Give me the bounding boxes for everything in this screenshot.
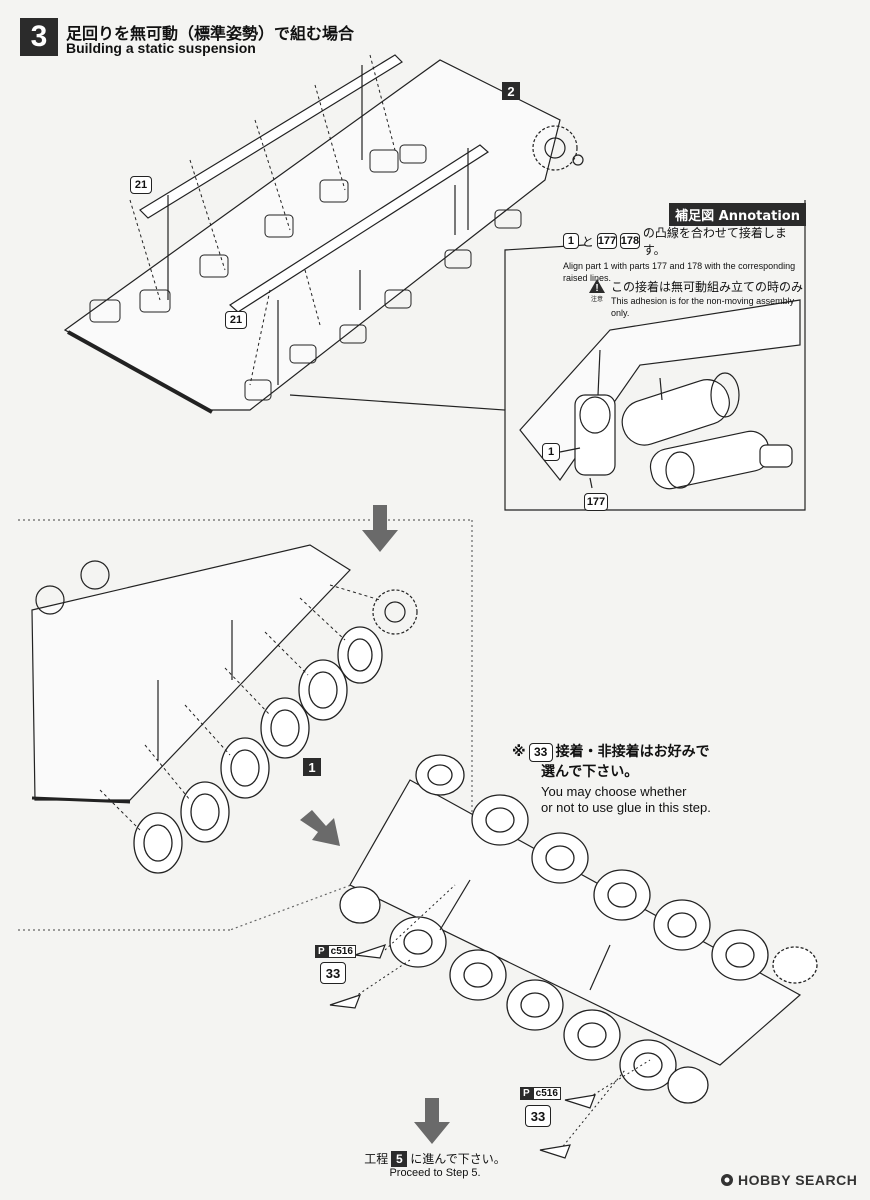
part-33-ref: 33 (528, 742, 553, 762)
annotation-detail-drawing (519, 299, 801, 490)
completed-suspension (329, 754, 818, 1159)
annotation-instruction: 1 と 177 178 の凸線を合わせて接着します。 Align part 1 … (563, 224, 808, 284)
glue-note: ※ 33 接着・非接着はお好みで 選んで下さい。 You may choose … (512, 742, 812, 816)
annotation-en: Align part 1 with parts 177 and 178 with… (563, 261, 796, 283)
sprue-code-b: c516 (532, 1087, 561, 1100)
annotation-jp-tail: の凸線を合わせて接着します。 (642, 226, 787, 257)
down-arrow-icon (362, 505, 398, 552)
glue-note-jp-2: 選んで下さい。 (541, 764, 639, 780)
step-5-ref: 5 (391, 1150, 408, 1167)
warning-en: This adhesion is for the non-moving asse… (611, 296, 795, 318)
part-177-ref: 177 (596, 233, 617, 249)
proceed-jp-tail: に進んで下さい。 (410, 1152, 506, 1166)
part-177-detail-label: 177 (584, 493, 608, 511)
annotation-warning: ! 注意 この接着は無可動組み立ての時のみ This adhesion is f… (588, 278, 808, 319)
hull-with-road-wheels (31, 544, 418, 874)
warning-jp: この接着は無可動組み立ての時のみ (611, 280, 804, 294)
footer-logo: HOBBY SEARCH (720, 1172, 857, 1188)
glue-note-en-1: You may choose whether (541, 784, 687, 799)
sprue-badge-b: P c516 (520, 1087, 561, 1100)
glue-note-mark: ※ (512, 744, 526, 760)
annotation-title: 補足図 Annotation (669, 203, 806, 226)
proceed-en: Proceed to Step 5. (389, 1167, 481, 1179)
sprue-p: P (315, 945, 328, 958)
annotation-jp-mid: と (581, 234, 594, 249)
step-number: 3 (20, 18, 58, 56)
warning-caption: 注意 (590, 296, 603, 303)
annotation-panel: 補足図 Annotation (584, 203, 806, 226)
glue-note-jp-1: 接着・非接着はお好みで (555, 744, 710, 760)
sub-assembly-1-label: 1 (303, 758, 321, 776)
proceed-instruction: 工程 5 に進んで下さい。 Proceed to Step 5. (360, 1150, 510, 1179)
glue-note-en-2: or not to use glue in this step. (541, 800, 711, 815)
logo-mark-icon (721, 1174, 733, 1186)
diagonal-arrow-icon (300, 810, 340, 846)
sub-assembly-2-label: 2 (502, 82, 520, 100)
step-title-en: Building a static suspension (66, 40, 256, 56)
hull-side-top (63, 54, 584, 414)
part-21-label-a: 21 (130, 176, 152, 194)
warning-icon: ! (589, 279, 605, 294)
down-arrow-icon-2 (414, 1098, 450, 1144)
svg-text:!: ! (595, 283, 598, 294)
part-33-label-b: 33 (525, 1105, 551, 1127)
part-178-ref: 178 (619, 233, 640, 249)
footer-logo-text: HOBBY SEARCH (738, 1172, 858, 1188)
sprue-code: c516 (327, 945, 356, 958)
proceed-jp-head: 工程 (364, 1152, 389, 1166)
part-1-ref: 1 (563, 233, 579, 249)
part-1-detail-label: 1 (542, 443, 560, 461)
sprue-badge-a: P c516 (315, 945, 356, 958)
sprue-p-b: P (520, 1087, 533, 1100)
step-title-jp: 足回りを無可動（標準姿勢）で組む場合 (66, 24, 355, 43)
part-21-label-b: 21 (225, 311, 247, 329)
part-33-label-a: 33 (320, 962, 346, 984)
